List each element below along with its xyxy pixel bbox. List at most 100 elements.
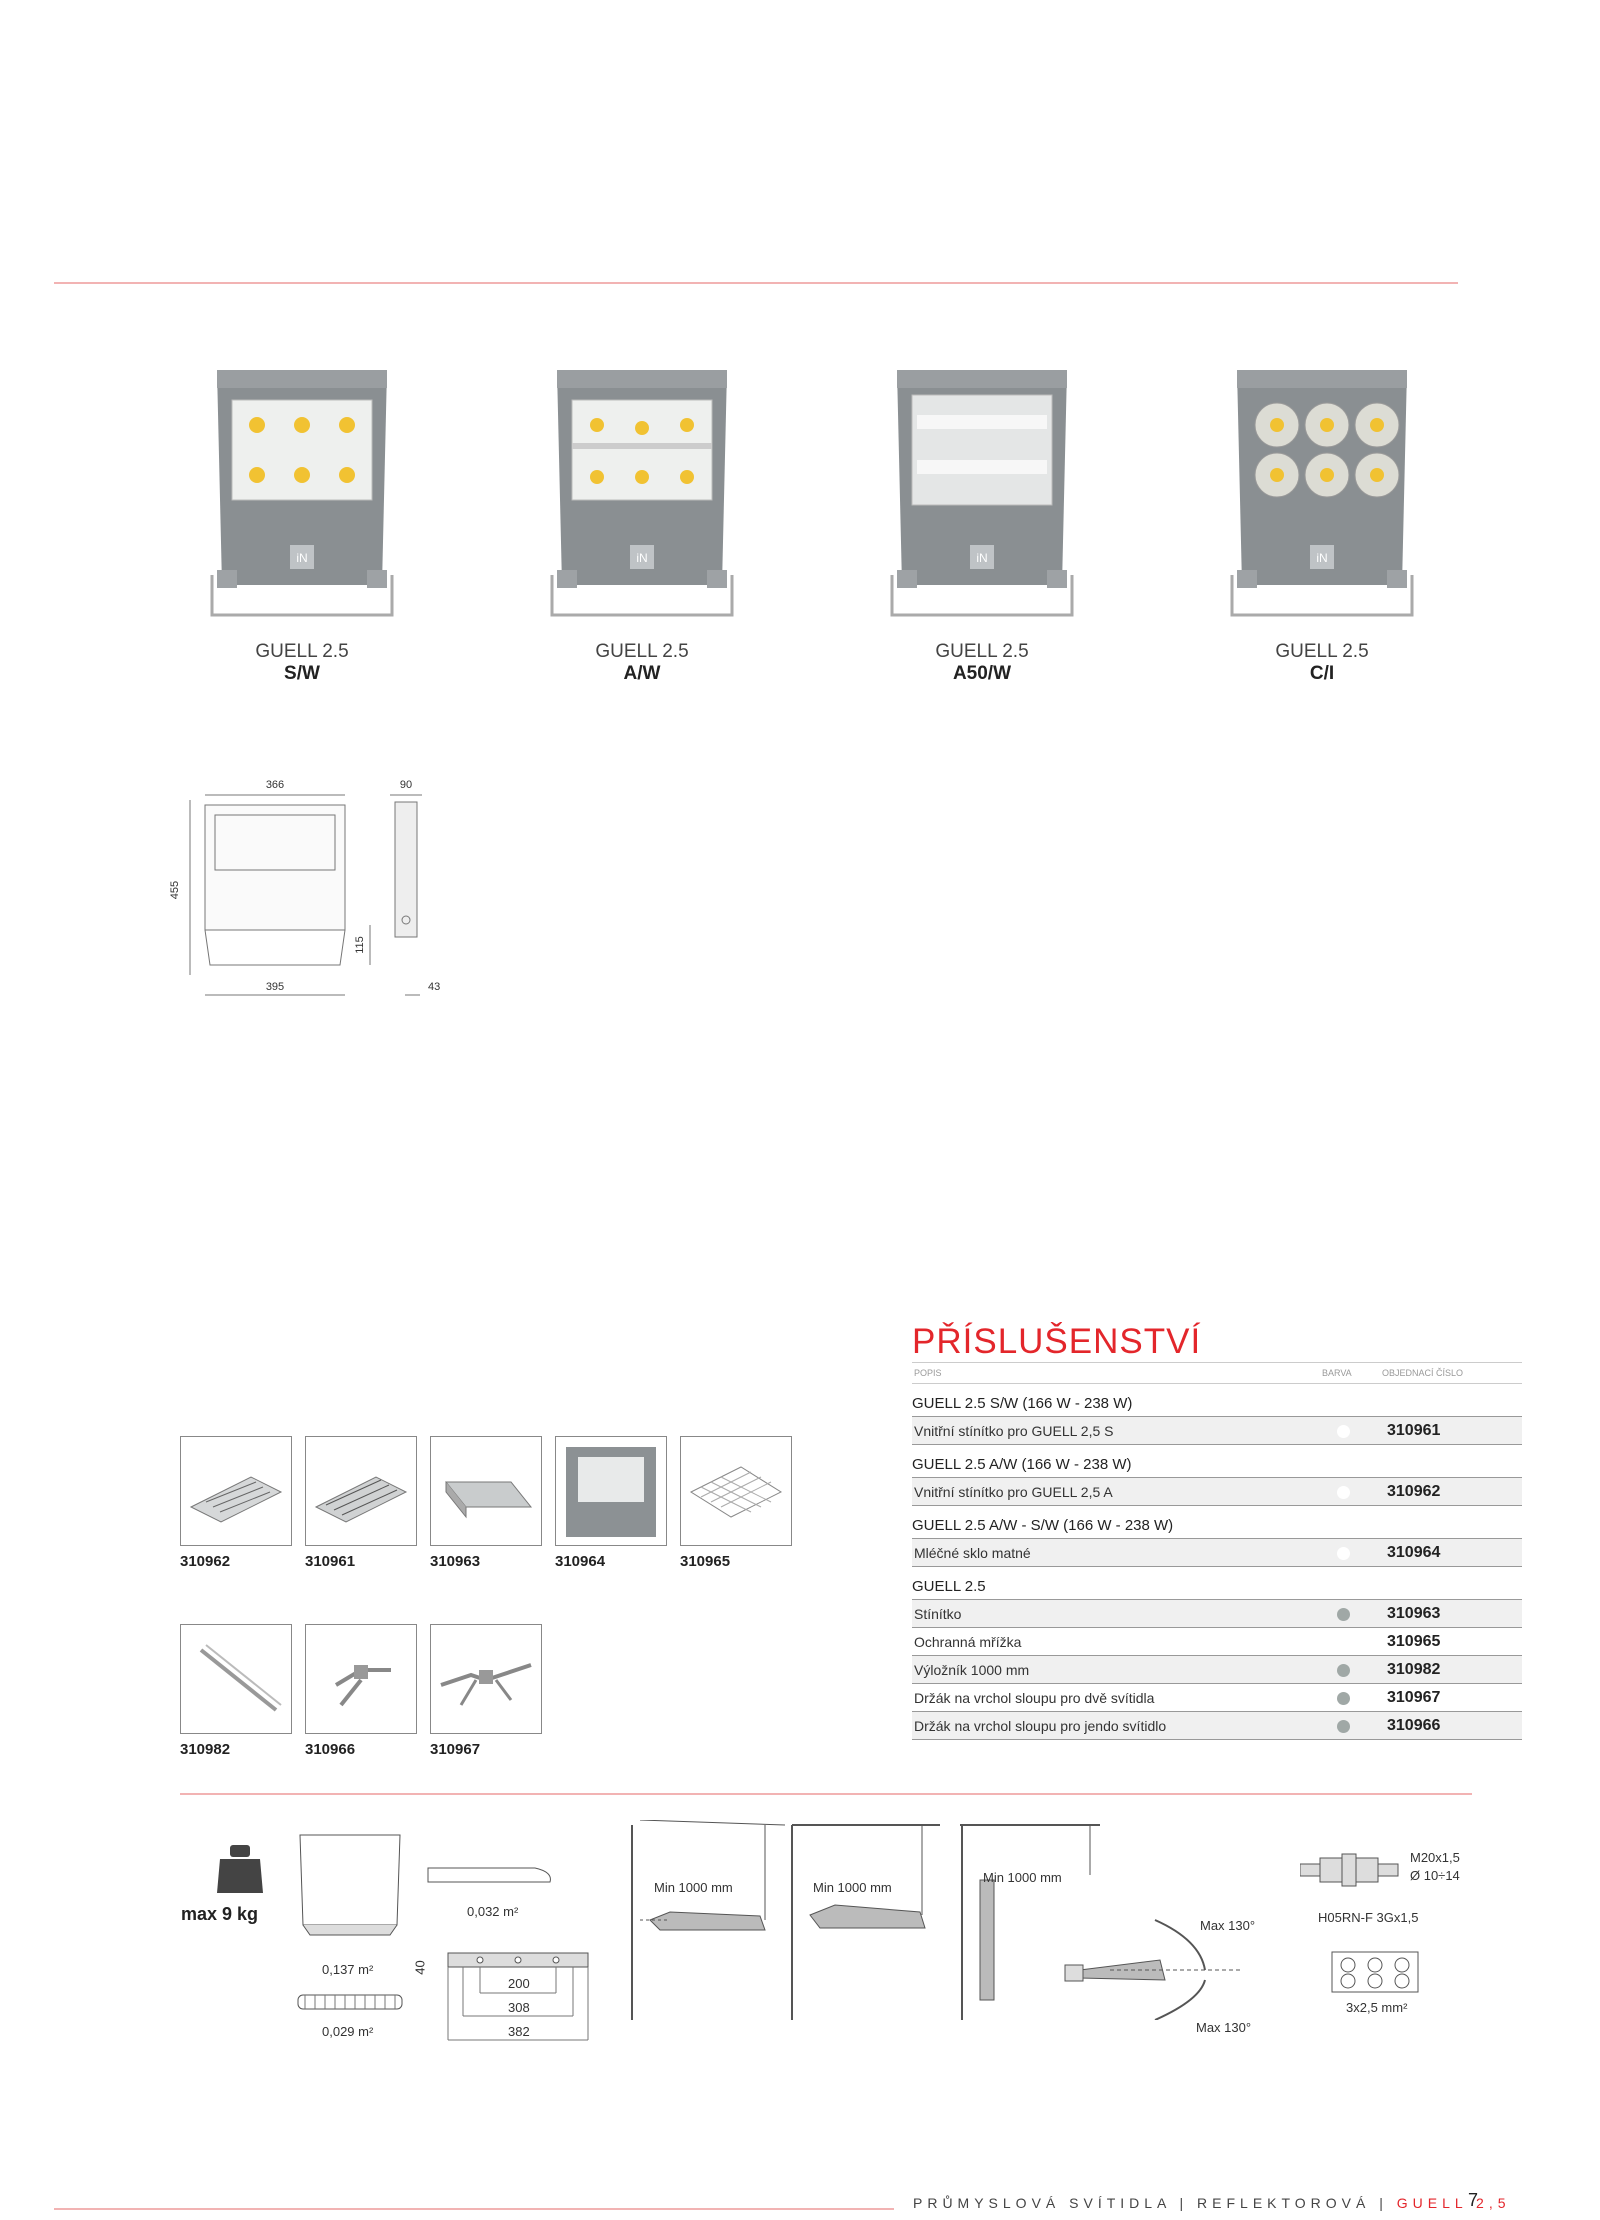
accessory-thumb-310961[interactable] <box>305 1436 417 1546</box>
svg-text:iN: iN <box>1316 551 1327 565</box>
floodlight-a50w-image: iN <box>890 370 1074 617</box>
row-desc: Stínítko <box>914 1606 962 1622</box>
dim-bracket: 115 <box>354 936 366 954</box>
row-code: 310982 <box>1387 1661 1441 1678</box>
min-label-2: Min 1000 mm <box>813 1880 892 1895</box>
accessory-thumb-310966[interactable] <box>305 1624 417 1734</box>
color-swatch <box>1337 1425 1350 1438</box>
group-label: GUELL 2.5 A/W (166 W - 238 W) <box>912 1445 1522 1478</box>
terminal-size: 3x2,5 mm² <box>1346 2000 1408 2015</box>
dim-height: 455 <box>169 881 181 899</box>
thumb-code: 310965 <box>680 1553 731 1570</box>
svg-text:iN: iN <box>976 551 987 565</box>
footer-breadcrumb: PRŮMYSLOVÁ SVÍTIDLA | REFLEKTOROVÁ | GUE… <box>913 2195 1511 2211</box>
header-desc: POPIS <box>914 1368 942 1378</box>
product-variant: A50/W <box>952 663 1012 684</box>
table-row[interactable]: Držák na vrchol sloupu pro dvě svítidla … <box>912 1684 1522 1712</box>
table-row[interactable]: Vnitřní stínítko pro GUELL 2,5 A 310962 <box>912 1478 1522 1506</box>
footer-product: GUELL 2,5 <box>1396 2195 1511 2211</box>
table-row[interactable]: Ochranná mřížka 310965 <box>912 1628 1522 1656</box>
group-label: GUELL 2.5 S/W (166 W - 238 W) <box>912 1384 1522 1417</box>
dim-bottom-depth: 43 <box>428 981 440 993</box>
product-a50w[interactable]: iN GUELL 2.5 A50/W <box>867 365 1097 685</box>
color-swatch <box>1337 1664 1350 1677</box>
row-code: 310961 <box>1387 1422 1441 1439</box>
product-name: GUELL 2.5 <box>935 641 1029 662</box>
cable-gland-drawing <box>1299 1850 1410 1895</box>
row-desc: Výložník 1000 mm <box>914 1662 1030 1678</box>
thumb-code: 310967 <box>430 1741 481 1758</box>
max-angle-up: Max 130° <box>1200 1918 1256 1933</box>
weight-label: max 9 kg <box>181 1904 259 1924</box>
accessory-thumb-310964[interactable] <box>555 1436 667 1546</box>
dim-200: 200 <box>508 1976 530 1991</box>
accessory-thumb-310967[interactable] <box>430 1624 542 1734</box>
dim-width-top: 366 <box>266 779 284 791</box>
svg-text:iN: iN <box>296 551 307 565</box>
group-label: GUELL 2.5 A/W - S/W (166 W - 238 W) <box>912 1506 1522 1539</box>
footer-section: PRŮMYSLOVÁ SVÍTIDLA <box>913 2195 1171 2211</box>
product-ci[interactable]: iN GUELL 2.5 C/I <box>1207 365 1437 685</box>
table-row[interactable]: Mléčné sklo matné 310964 <box>912 1539 1522 1567</box>
mounting-holes-drawing <box>418 1948 598 2053</box>
front-area-drawing <box>295 1830 405 1945</box>
row-desc: Mléčné sklo matné <box>914 1545 1031 1561</box>
row-desc: Vnitřní stínítko pro GUELL 2,5 A <box>914 1484 1113 1500</box>
floodlight-ci-image: iN <box>1230 370 1414 617</box>
product-variant: A/W <box>623 663 661 684</box>
color-swatch <box>1337 1486 1350 1499</box>
accessories-table: POPIS BARVA OBJEDNACÍ ČÍSLO GUELL 2.5 S/… <box>912 1362 1522 1740</box>
min-label-3: Min 1000 mm <box>983 1870 1062 1885</box>
header-code: OBJEDNACÍ ČÍSLO <box>1382 1368 1464 1378</box>
wall-mount-drawing-2 <box>780 1820 945 2025</box>
page-number: 7 <box>1468 2190 1479 2210</box>
accessory-thumb-310965[interactable] <box>680 1436 792 1546</box>
gland-thread: M20x1,5 <box>1410 1850 1460 1865</box>
top-area-drawing <box>295 1990 405 2019</box>
table-row[interactable]: Držák na vrchol sloupu pro jendo svítidl… <box>912 1712 1522 1740</box>
accessory-thumb-310962[interactable] <box>180 1436 292 1546</box>
dim-40: 40 <box>412 1960 428 1975</box>
footer-rule <box>54 2208 894 2210</box>
group-label: GUELL 2.5 <box>912 1567 1522 1600</box>
row-code: 310963 <box>1387 1605 1441 1622</box>
row-code: 310964 <box>1387 1544 1441 1561</box>
accessory-thumb-310963[interactable] <box>430 1436 542 1546</box>
thumb-code: 310961 <box>305 1553 356 1570</box>
color-swatch <box>1337 1692 1350 1705</box>
max-angle-down: Max 130° <box>1196 2020 1252 2035</box>
min-label-1: Min 1000 mm <box>654 1880 733 1895</box>
product-aw[interactable]: iN GUELL 2.5 A/W <box>527 365 757 685</box>
table-row[interactable]: Výložník 1000 mm 310982 <box>912 1656 1522 1684</box>
thumb-code: 310964 <box>555 1553 606 1570</box>
front-area-label: 0,137 m² <box>322 1962 374 1977</box>
row-desc: Držák na vrchol sloupu pro jendo svítidl… <box>914 1718 1167 1734</box>
accessory-thumb-310982[interactable] <box>180 1624 292 1734</box>
product-sw[interactable]: iN GUELL 2.5 S/W <box>187 365 417 685</box>
row-desc: Vnitřní stínítko pro GUELL 2,5 S <box>914 1423 1114 1439</box>
gland-diameter: Ø 10÷14 <box>1410 1868 1460 1883</box>
row-code: 310967 <box>1387 1689 1441 1706</box>
row-code: 310966 <box>1387 1717 1441 1734</box>
color-swatch <box>1337 1720 1350 1733</box>
thumb-code: 310963 <box>430 1553 481 1570</box>
floodlight-aw-image: iN <box>550 370 734 617</box>
footer-category: REFLEKTOROVÁ <box>1197 2195 1371 2211</box>
product-variant: C/I <box>1309 663 1335 684</box>
product-name: GUELL 2.5 <box>255 641 349 662</box>
footer-sep: | <box>1179 2195 1189 2211</box>
top-rule <box>54 282 1458 284</box>
table-row[interactable]: Stínítko 310963 <box>912 1600 1522 1628</box>
thumb-code: 310966 <box>305 1741 356 1758</box>
table-row[interactable]: Vnitřní stínítko pro GUELL 2,5 S 310961 <box>912 1417 1522 1445</box>
top-area-label: 0,029 m² <box>322 2024 374 2039</box>
svg-text:iN: iN <box>636 551 647 565</box>
terminal-block-icon <box>1330 1950 1420 1999</box>
wall-mount-drawing-1 <box>620 1819 786 2025</box>
dimension-drawing: 366 90 455 115 395 43 <box>160 770 460 1010</box>
color-swatch <box>1337 1547 1350 1560</box>
cable-type: H05RN-F 3Gx1,5 <box>1318 1910 1419 1925</box>
dim-width-bottom: 395 <box>266 981 284 993</box>
side-area-label: 0,032 m² <box>467 1904 519 1919</box>
dim-depth: 90 <box>400 779 412 791</box>
